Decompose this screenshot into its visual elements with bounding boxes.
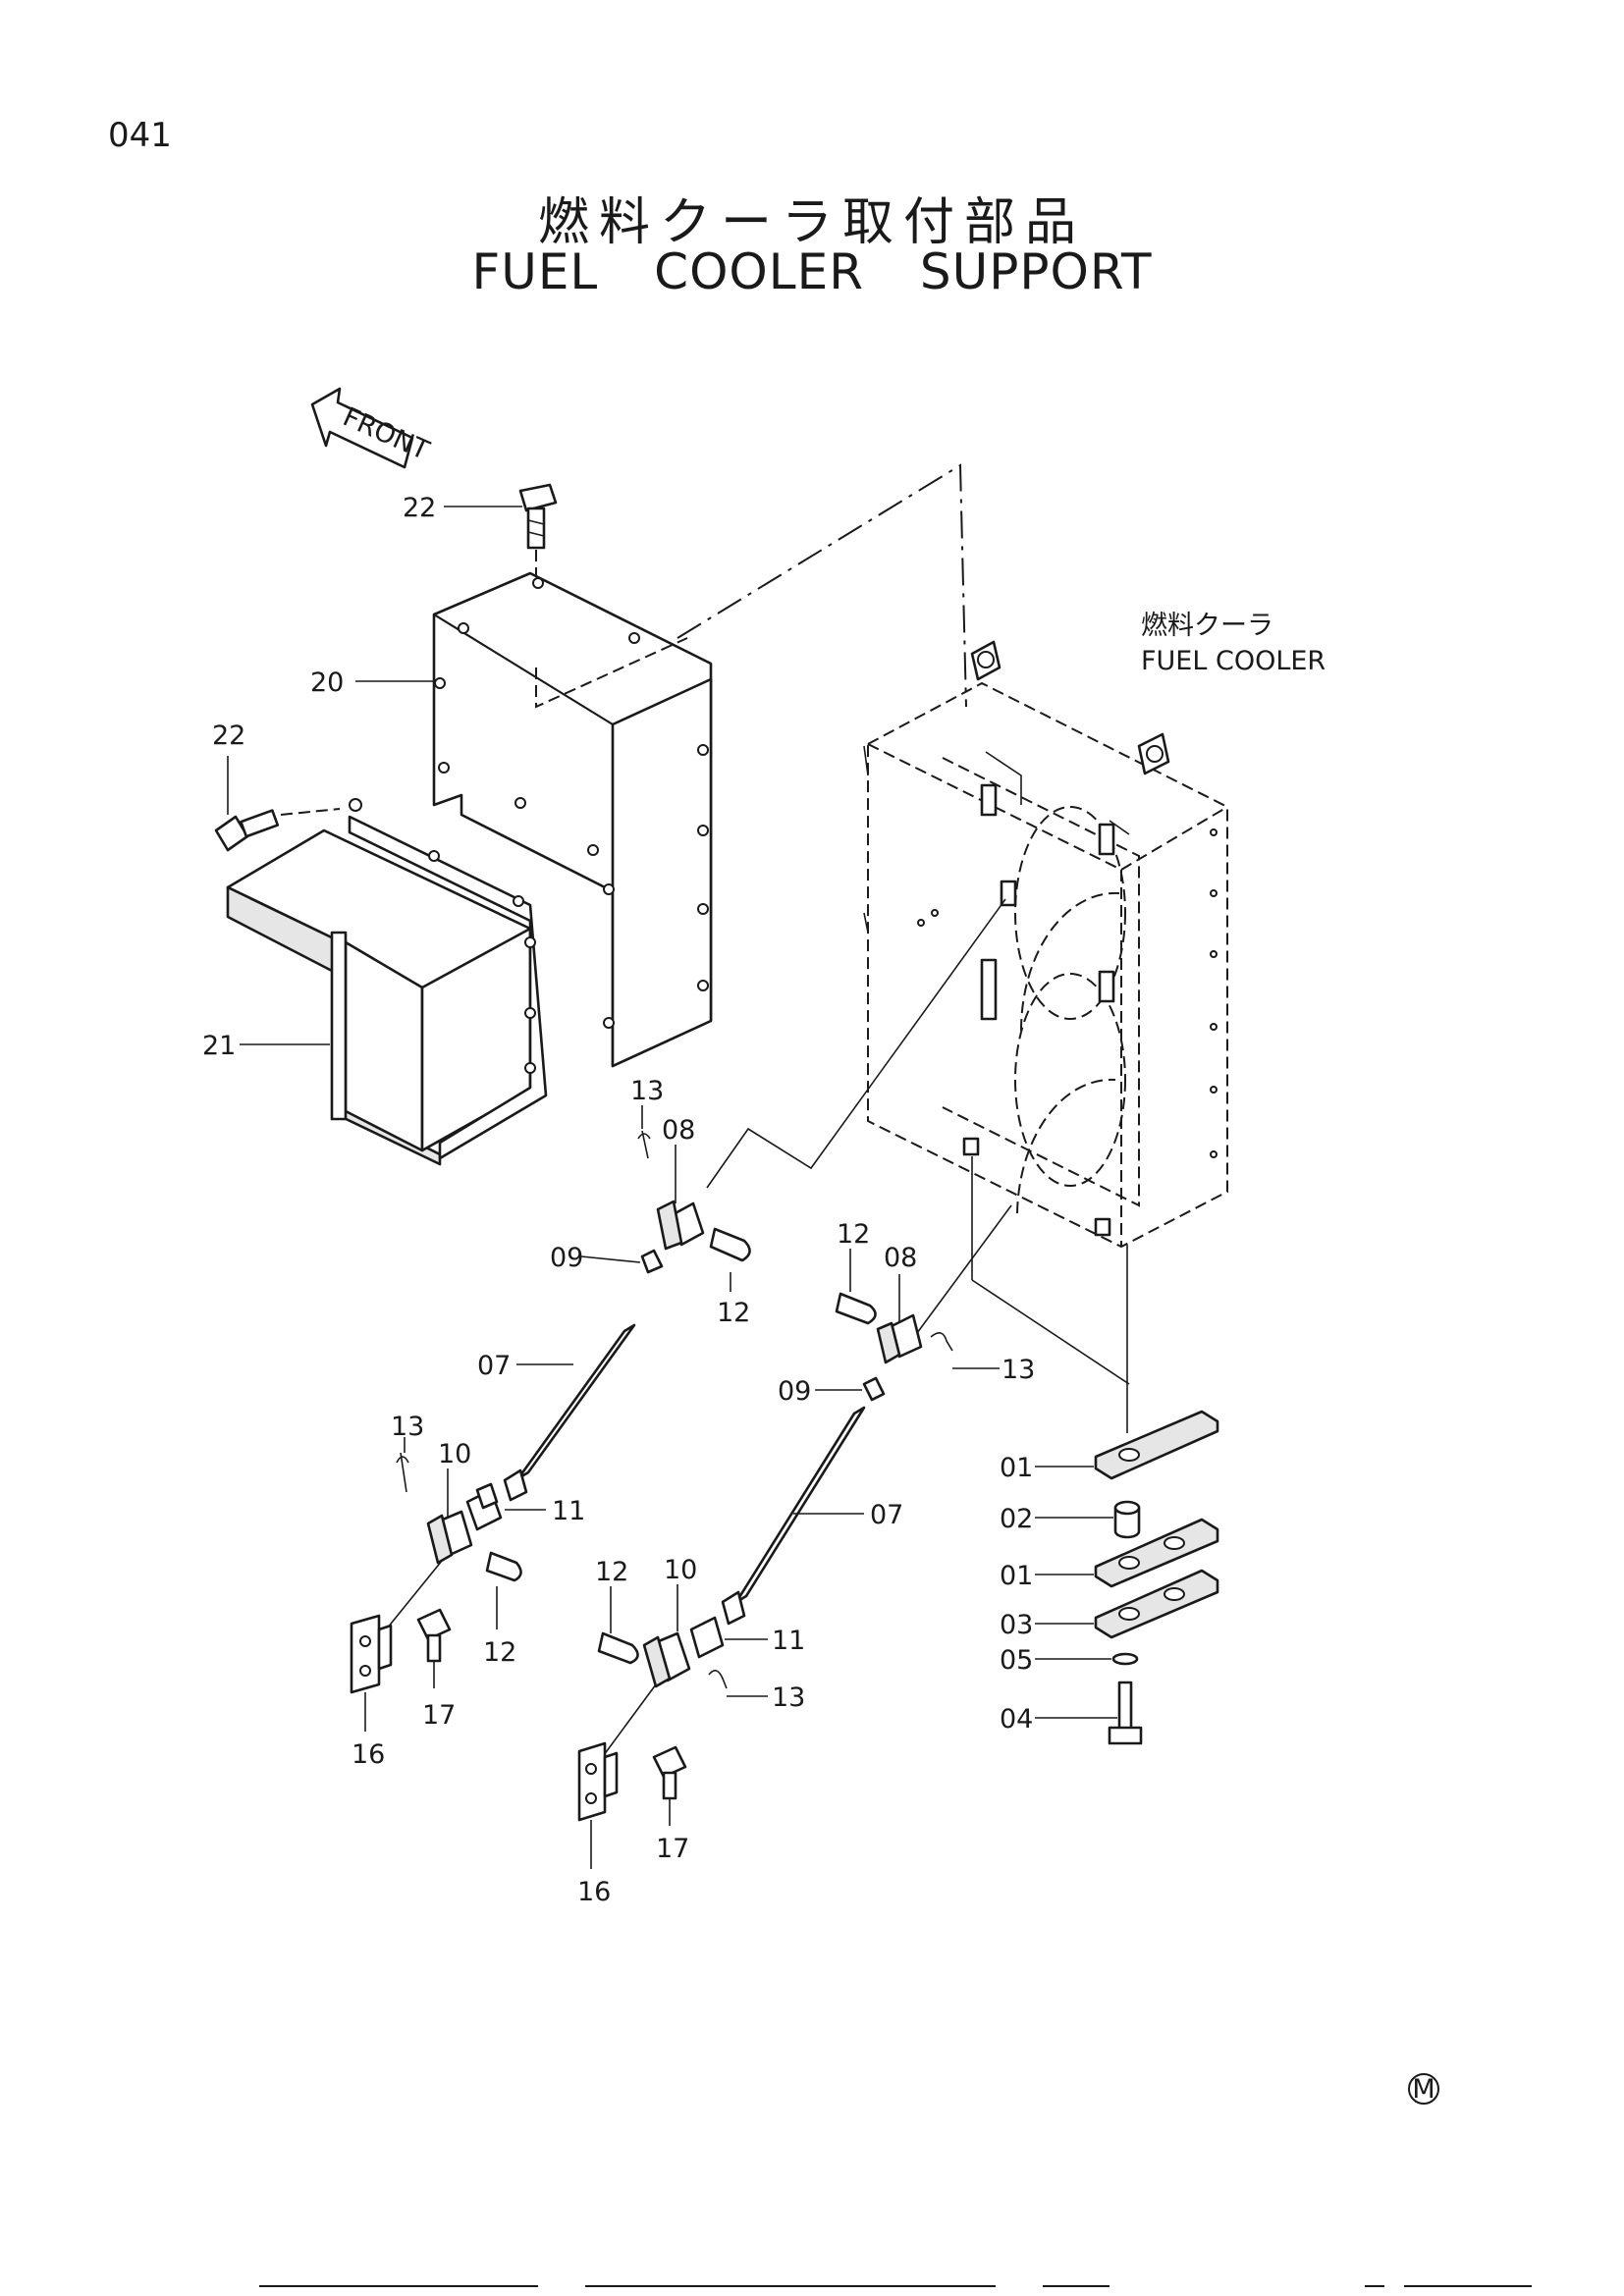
callout-01: 01: [1000, 1453, 1033, 1483]
callout-09: 09: [778, 1376, 811, 1407]
reference-lines: [677, 463, 1130, 1433]
callout-04: 04: [1000, 1704, 1033, 1735]
title-english: FUEL COOLER SUPPORT: [471, 243, 1153, 300]
callout-16: 16: [577, 1877, 611, 1907]
callout-labels: 22 20 22 21 13 08 09 12 07 13 10 11 12 1…: [202, 493, 1035, 1907]
bracket-plate-20: [432, 571, 713, 1068]
bolt-22-left: [214, 808, 341, 852]
callout-21: 21: [202, 1031, 236, 1061]
callout-16: 16: [352, 1739, 385, 1770]
mount-stack: [1094, 1410, 1219, 1745]
callout-07: 07: [870, 1500, 903, 1530]
callout-20: 20: [310, 667, 344, 698]
callout-10: 10: [664, 1555, 697, 1585]
title-japanese: 燃料クーラ取付部品: [537, 193, 1086, 252]
callout-13: 13: [391, 1412, 424, 1442]
front-arrow-icon: FRONT: [310, 387, 434, 469]
mark-letter: M: [1412, 2074, 1435, 2105]
page-number: 041: [108, 116, 172, 155]
duct-cover-21: [226, 798, 548, 1166]
callout-11: 11: [772, 1626, 805, 1656]
callout-13: 13: [630, 1076, 664, 1106]
callout-01: 01: [1000, 1561, 1033, 1591]
callout-22: 22: [403, 493, 436, 523]
callout-17: 17: [422, 1700, 456, 1731]
callout-09: 09: [550, 1243, 583, 1273]
callout-17: 17: [656, 1834, 689, 1864]
callout-03: 03: [1000, 1610, 1033, 1640]
callout-12: 12: [717, 1298, 750, 1328]
callout-13: 13: [1001, 1355, 1035, 1385]
callout-02: 02: [1000, 1504, 1033, 1534]
callout-12: 12: [595, 1557, 628, 1587]
left-linkage: [350, 1130, 751, 1694]
leader-lines: [227, 506, 1117, 1869]
circled-m-mark: M: [1408, 2073, 1439, 2105]
callout-08: 08: [884, 1243, 917, 1273]
callout-12: 12: [483, 1637, 516, 1668]
fuel-cooler-label-jp: 燃料クーラ: [1141, 611, 1273, 641]
bolt-22-top: [518, 483, 558, 579]
callout-12: 12: [837, 1219, 870, 1250]
callout-05: 05: [1000, 1645, 1033, 1676]
callout-07: 07: [477, 1351, 511, 1381]
right-linkage: [577, 1292, 953, 1822]
callout-10: 10: [438, 1439, 471, 1469]
fuel-cooler-label-en: FUEL COOLER: [1141, 646, 1326, 676]
callout-11: 11: [552, 1496, 585, 1526]
fuel-cooler-outline: [863, 640, 1228, 1249]
callout-08: 08: [662, 1115, 695, 1146]
callout-22: 22: [212, 721, 245, 751]
callout-13: 13: [772, 1682, 805, 1713]
